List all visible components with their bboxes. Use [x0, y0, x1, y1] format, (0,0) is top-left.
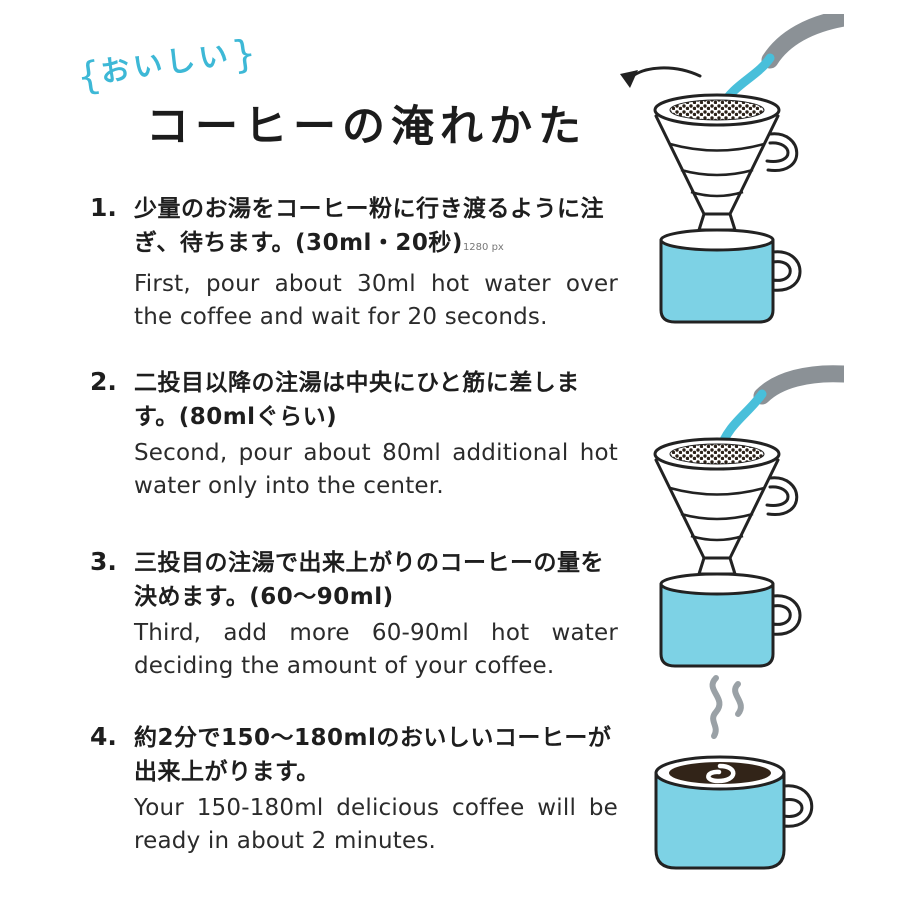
- step-2-number: 2.: [90, 367, 117, 396]
- step-1-en-text: First, pour about 30ml hot water over th…: [134, 271, 618, 330]
- step-1-number: 1.: [90, 193, 117, 222]
- step-1-body: 少量のお湯をコーヒー粉に行き渡るように注ぎ、待ちます。(30ml・20秒)128…: [134, 192, 618, 334]
- steam-icon: [709, 675, 744, 739]
- step-1: 1. 少量のお湯をコーヒー粉に行き渡るように注ぎ、待ちます。(30ml・20秒)…: [90, 192, 618, 334]
- step-3: 3. 三投目の注湯で出来上がりのコーヒーの量を決めます。(60〜90ml) Th…: [90, 546, 618, 683]
- step-2: 2. 二投目以降の注湯は中央にひと筋に差します。(80mlぐらい) Second…: [90, 366, 618, 503]
- step-4: 4. 約2分で150〜180mlのおいしいコーヒーが出来上がります。 Your …: [90, 721, 618, 858]
- step-2-en-text: Second, pour about 80ml additional hot w…: [134, 440, 618, 499]
- step-3-en-text: Third, add more 60-90ml hot water decidi…: [134, 620, 618, 679]
- step-3-jp-text: 三投目の注湯で出来上がりのコーヒーの量を決めます。(60〜90ml): [134, 550, 604, 610]
- center-pour-dripper-icon: [612, 358, 844, 678]
- tagline-text: おいしい: [98, 36, 234, 90]
- page-title: コーヒーの淹れかた: [146, 102, 587, 152]
- tagline: {おいしい}: [74, 28, 259, 100]
- step-4-jp-text: 約2分で150〜180mlのおいしいコーヒーが出来上がります。: [134, 725, 612, 785]
- step-2-jp-text: 二投目以降の注湯は中央にひと筋に差します。(80mlぐらい): [134, 370, 580, 430]
- mug-icon: [659, 572, 802, 668]
- step-4-en-text: Your 150-180ml delicious coffee will be …: [134, 795, 618, 854]
- mug-icon: [654, 755, 814, 870]
- step-4-body: 約2分で150〜180mlのおいしいコーヒーが出来上がります。 Your 150…: [134, 721, 618, 858]
- step-1-jp-text: 少量のお湯をコーヒー粉に行き渡るように注ぎ、待ちます。(30ml・20秒): [134, 196, 604, 256]
- finished-coffee-mug-icon: [612, 668, 844, 883]
- step-1-note: 1280 px: [462, 242, 504, 253]
- coffee-dripper-icon: [653, 437, 799, 576]
- step-3-number: 3.: [90, 547, 117, 576]
- first-pour-dripper-icon: [612, 14, 844, 334]
- coffee-swirl-icon: [706, 763, 736, 784]
- mug-icon: [659, 228, 802, 324]
- kettle-spout-icon: [761, 14, 844, 69]
- brace-right: }: [228, 30, 259, 78]
- step-4-number: 4.: [90, 722, 117, 751]
- step-3-body: 三投目の注湯で出来上がりのコーヒーの量を決めます。(60〜90ml) Third…: [134, 546, 618, 683]
- coffee-dripper-icon: [653, 93, 799, 232]
- kettle-spout-icon: [753, 365, 844, 405]
- step-2-body: 二投目以降の注湯は中央にひと筋に差します。(80mlぐらい) Second, p…: [134, 366, 618, 503]
- circular-arrow-icon: [620, 66, 702, 88]
